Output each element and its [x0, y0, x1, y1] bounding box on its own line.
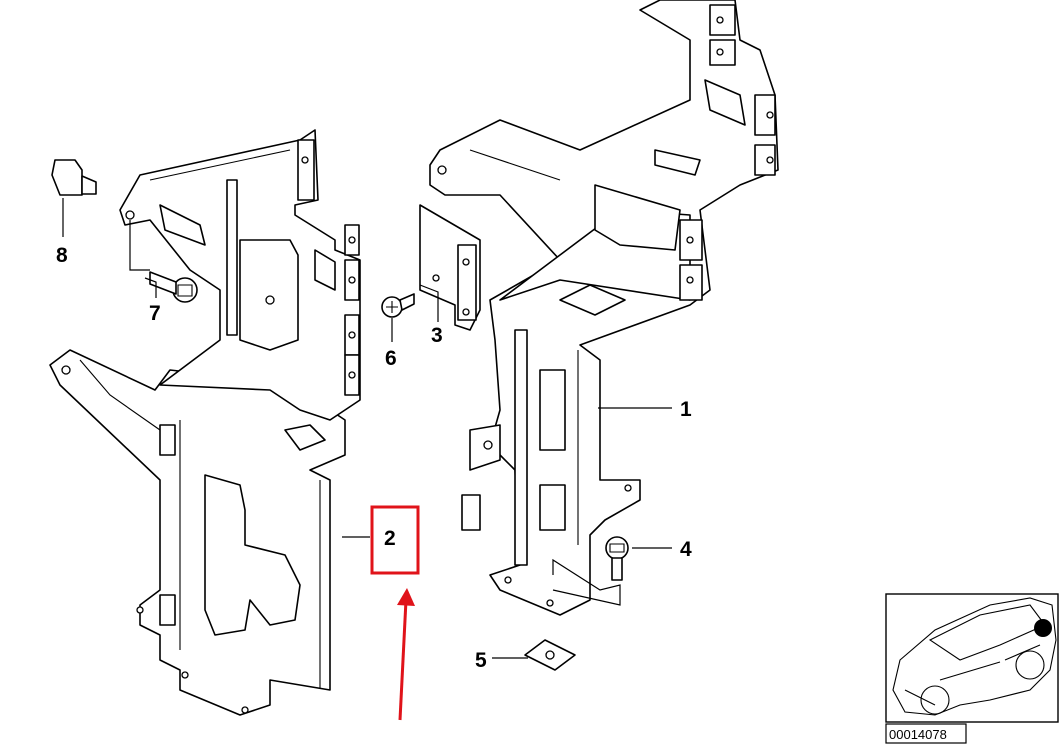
highlight-annotation — [370, 505, 420, 721]
part-3-bracket-plate — [419, 204, 481, 331]
reference-number: 00014078 — [889, 727, 947, 742]
callout-7: 7 — [149, 302, 161, 325]
callout-2: 2 — [384, 527, 396, 550]
callout-8: 8 — [56, 244, 68, 267]
location-marker — [1034, 619, 1052, 637]
part-7-bolt — [149, 271, 198, 303]
highlight-box — [370, 505, 420, 575]
part-4-bolt — [605, 536, 629, 581]
red-arrow — [398, 599, 408, 721]
part-5-nut-clip — [524, 639, 576, 671]
callout-6: 6 — [385, 347, 397, 370]
callouts: 1 2 3 4 5 6 7 8 — [56, 244, 692, 672]
callout-3: 3 — [431, 324, 443, 347]
part-8-clip — [51, 159, 97, 196]
leader-lines — [62, 198, 672, 659]
part-6-screw — [381, 293, 415, 318]
callout-5: 5 — [475, 649, 487, 672]
vehicle-locator-inset: 00014078 — [885, 593, 1059, 744]
red-arrow-head — [397, 588, 415, 606]
callout-4: 4 — [680, 538, 692, 561]
part-2-left-bracket — [49, 129, 361, 716]
part-1-right-bracket — [429, 0, 779, 616]
callout-1: 1 — [680, 398, 692, 421]
